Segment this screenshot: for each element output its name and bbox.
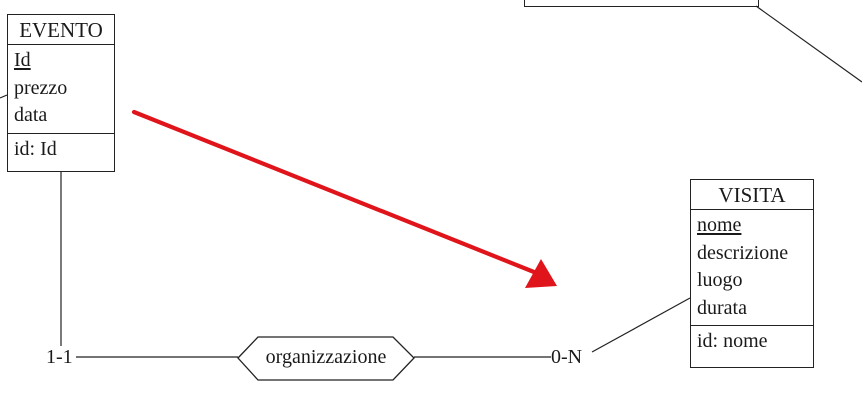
partial-entity-box[interactable] [524,0,759,7]
entity-visita-identifier: id: nome [691,325,813,360]
cardinality-visita: 0-N [551,346,583,368]
attribute-prezzo: prezzo [14,76,68,99]
relationship-name: organizzazione [265,346,387,368]
top-right-entity-line [755,5,862,83]
visita-connector-line [591,297,691,353]
entity-visita[interactable]: VISITA nome descrizione luogo durata id:… [690,179,814,368]
relationship-hexagon[interactable] [237,336,415,381]
red-arrow-shaft [131,109,537,275]
evento-left-stub-line [0,94,8,99]
attribute-data: data [14,104,48,126]
attribute-id: Id [14,49,31,71]
attribute-descrizione: descrizione [697,241,789,264]
entity-evento-identifier: id: Id [8,132,114,168]
entity-visita-name: VISITA [691,180,813,210]
entity-evento-name: EVENTO [8,15,114,45]
attribute-durata: durata [697,296,747,319]
attribute-luogo: luogo [697,269,743,291]
entity-evento-attributes: Id prezzo data [8,45,114,133]
cardinality-evento: 1-1 [46,346,73,368]
attribute-nome: nome [697,214,742,236]
entity-visita-attributes: nome descrizione luogo durata [691,210,813,325]
red-arrow-head [525,259,557,288]
entity-evento[interactable]: EVENTO Id prezzo data id: Id [7,14,115,172]
